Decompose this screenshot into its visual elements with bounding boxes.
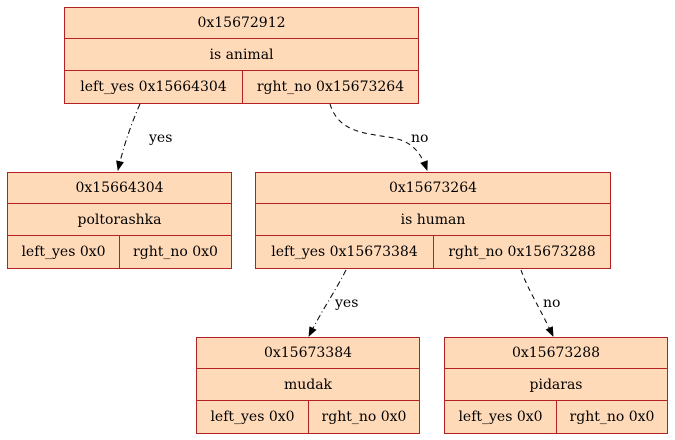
left-yes-pointer: left_yes 0x0	[445, 400, 557, 433]
node-pointers: left_yes 0x0 rght_no 0x0	[197, 400, 419, 433]
left-yes-pointer: left_yes 0x0	[197, 400, 309, 433]
right-no-pointer: rght_no 0x0	[133, 243, 218, 260]
node-pointers: left_yes 0x0 rght_no 0x0	[8, 235, 231, 268]
node-answer: pidaras	[445, 369, 667, 401]
edge-label-no: no	[543, 295, 561, 311]
edge-yes-root-to-poltorashka	[116, 103, 141, 171]
right-no-pointer: rght_no 0x0	[321, 408, 407, 425]
right-no-pointer: rght_no 0x15673288	[448, 243, 596, 260]
right-no-pointer: rght_no 0x15673264	[256, 78, 405, 95]
node-address: 0x15673264	[256, 173, 610, 205]
tree-node-is-human: 0x15673264 is human left_yes 0x15673384 …	[255, 172, 611, 269]
left-yes-pointer: left_yes 0x15673384	[256, 235, 434, 268]
right-no-pointer: rght_no 0x0	[569, 408, 655, 425]
tree-node-is-animal: 0x15672912 is animal left_yes 0x15664304…	[64, 7, 419, 104]
edge-label-no: no	[411, 130, 429, 146]
node-answer: mudak	[197, 369, 419, 401]
left-yes-pointer: left_yes 0x0	[8, 235, 120, 268]
node-pointers: left_yes 0x15673384 rght_no 0x15673288	[256, 235, 610, 268]
tree-node-pidaras: 0x15673288 pidaras left_yes 0x0 rght_no …	[444, 337, 668, 434]
node-address: 0x15664304	[8, 173, 231, 205]
edge-no-root-to-is-human	[329, 103, 428, 171]
node-pointers: left_yes 0x0 rght_no 0x0	[445, 400, 667, 433]
node-address: 0x15673288	[445, 338, 667, 370]
node-address: 0x15672912	[65, 8, 418, 40]
left-yes-pointer: left_yes 0x15664304	[65, 70, 243, 103]
edge-no-is-human-to-pidaras	[520, 269, 554, 337]
edge-label-yes: yes	[149, 130, 173, 146]
tree-node-mudak: 0x15673384 mudak left_yes 0x0 rght_no 0x…	[196, 337, 420, 434]
node-question: is animal	[65, 39, 418, 71]
tree-node-poltorashka: 0x15664304 poltorashka left_yes 0x0 rght…	[7, 172, 232, 269]
edge-yes-is-human-to-mudak	[308, 269, 347, 337]
node-question: is human	[256, 204, 610, 236]
node-address: 0x15673384	[197, 338, 419, 370]
node-pointers: left_yes 0x15664304 rght_no 0x15673264	[65, 70, 418, 103]
node-answer: poltorashka	[8, 204, 231, 236]
edge-label-yes: yes	[335, 295, 359, 311]
